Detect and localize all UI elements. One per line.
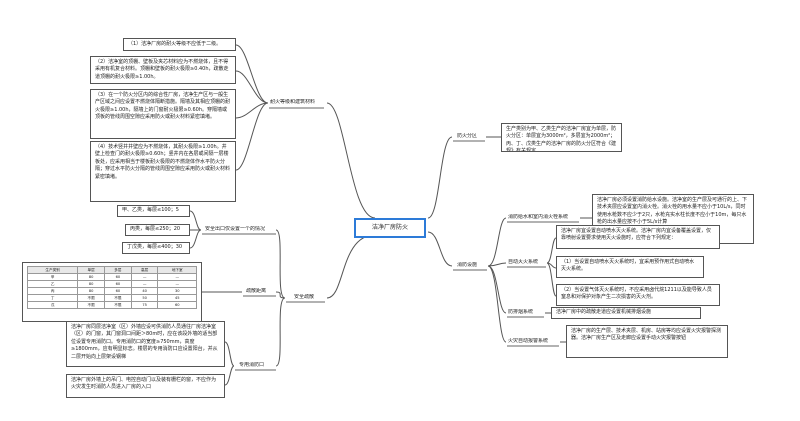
table-cell: —: [130, 273, 159, 281]
table-cell: —: [130, 280, 159, 288]
table-cell: 60: [157, 301, 197, 309]
table-cell: 60: [103, 273, 132, 281]
table-header: 地下室: [157, 266, 197, 274]
table-cell: 50: [130, 294, 159, 302]
table-cell: 60: [103, 287, 132, 295]
fire-rating-item-3[interactable]: （3）在一个防火分区内的综合性厂房，洁净生产区与一般生产区域之间应设置不燃烧体隔…: [90, 89, 236, 139]
table-cell: —: [157, 280, 197, 288]
table-cell: 80: [77, 287, 105, 295]
distance-label[interactable]: 疏散距离: [246, 288, 267, 294]
fire-rating-item-4[interactable]: （4）技术竖井井壁应为不燃烧体，其耐火极限≥1.00h。井壁上检查门的耐火极限≥…: [90, 141, 236, 202]
single-exit-label[interactable]: 安全出口仅设置一个的情况: [205, 226, 266, 232]
table-cell: 60: [103, 280, 132, 288]
table-cell: 不限: [77, 294, 105, 302]
special-exit-label[interactable]: 专用消防口: [239, 362, 265, 368]
auto-extinguish-item-3[interactable]: （2）当设置气体灭火系统时，不应采用卤代烷1211以及能导致人员窒息和对保护对象…: [556, 284, 720, 306]
table-cell: 45: [157, 294, 197, 302]
table-cell: 80: [77, 273, 105, 281]
table-cell: 戊: [26, 301, 79, 309]
central-topic[interactable]: 洁净厂房防火: [354, 218, 426, 238]
table-cell: 80: [77, 280, 105, 288]
table-row: 戊 不限 不限 75 60: [26, 301, 197, 309]
table-cell: 不限: [103, 301, 132, 309]
table-cell: 40: [130, 287, 159, 295]
single-exit-row-2[interactable]: 丙类，每层≤250；20: [125, 224, 190, 236]
fire-rating-item-1[interactable]: （1）洁净厂房的耐火等级不应低于二级。: [123, 38, 236, 51]
table-cell: 丁: [26, 294, 79, 302]
table-cell: —: [157, 273, 197, 281]
table-cell: 乙: [26, 280, 79, 288]
smoke-exhaust-text[interactable]: 洁净厂房中的疏散走道应设置机械排烟设施: [551, 307, 701, 319]
table-header: 单层: [77, 266, 105, 274]
table-cell: 75: [130, 301, 159, 309]
table-row: 丙 80 60 40 30: [26, 287, 197, 295]
table-cell: 不限: [77, 301, 105, 309]
table-cell: 丙: [26, 287, 79, 295]
branch-safe-evac-label[interactable]: 安全疏散: [294, 294, 315, 300]
table-cell: 不限: [103, 294, 132, 302]
fire-zone-text[interactable]: 生产类别为甲、乙类生产的洁净厂房宜为单层，防火分区：单层宜为3000m²，多层宜…: [501, 123, 622, 152]
table-cell: 30: [157, 287, 197, 295]
table-header: 高层: [130, 266, 159, 274]
special-exit-item-2[interactable]: 洁净厂房外墙上的吊门、电控自动门以及装有栅栏的窗，不应作为火灾发生时消防人员进入…: [66, 374, 225, 398]
table-header: 多层: [103, 266, 132, 274]
distance-table: 生产类别 单层 多层 高层 地下室 甲 80 60 — — 乙 80 60 — …: [26, 266, 197, 309]
table-row: 甲 80 60 — —: [26, 273, 197, 281]
table-row: 丁 不限 不限 50 45: [26, 294, 197, 302]
auto-extinguish-label[interactable]: 自动灭火系统: [508, 259, 539, 265]
branch-fire-rating-label[interactable]: 耐火等级和建筑材料: [270, 99, 316, 105]
auto-extinguish-item-2[interactable]: （1）当设置自动喷水灭火系统时，宜采用预作用式自动喷水灭火系统。: [556, 256, 704, 278]
smoke-exhaust-label[interactable]: 防排烟系统: [508, 309, 534, 315]
fire-alarm-label[interactable]: 火灾自动报警系统: [508, 338, 549, 344]
branch-fire-zone-label[interactable]: 防火分区: [457, 133, 478, 139]
table-header: 生产类别: [26, 266, 79, 274]
auto-extinguish-item-1[interactable]: 洁净厂房宜设置自动喷水灭火系统。洁净厂房内宜设备覆盖设置，仅靠喷射设置要求使用灭…: [556, 225, 720, 249]
table-cell: 甲: [26, 273, 79, 281]
fire-alarm-text[interactable]: 洁净厂房的生产层、技术夹层、机房、站房等均应设置火灾报警探测器。洁净厂房生产区及…: [566, 325, 728, 358]
table-row: 乙 80 60 — —: [26, 280, 197, 288]
fire-rating-item-2[interactable]: （2）洁净室的顶棚、壁板及夹芯材料应为不燃烧体，且不得采用有机复合材料。顶棚和壁…: [90, 56, 236, 84]
hydrant-label[interactable]: 消防给水和室内消火栓系统: [508, 214, 569, 220]
branch-facilities-label[interactable]: 消防设施: [457, 262, 478, 268]
single-exit-row-1[interactable]: 甲、乙类，每层≤100；5: [117, 205, 190, 217]
special-exit-item-1[interactable]: 洁净厂房同层洁净室（区）外墙应设可供消防人员通往厂房洁净室（区）的门窗，其门窗洞…: [66, 321, 225, 367]
single-exit-row-3[interactable]: 丁戊类，每层≤400；30: [122, 242, 190, 254]
